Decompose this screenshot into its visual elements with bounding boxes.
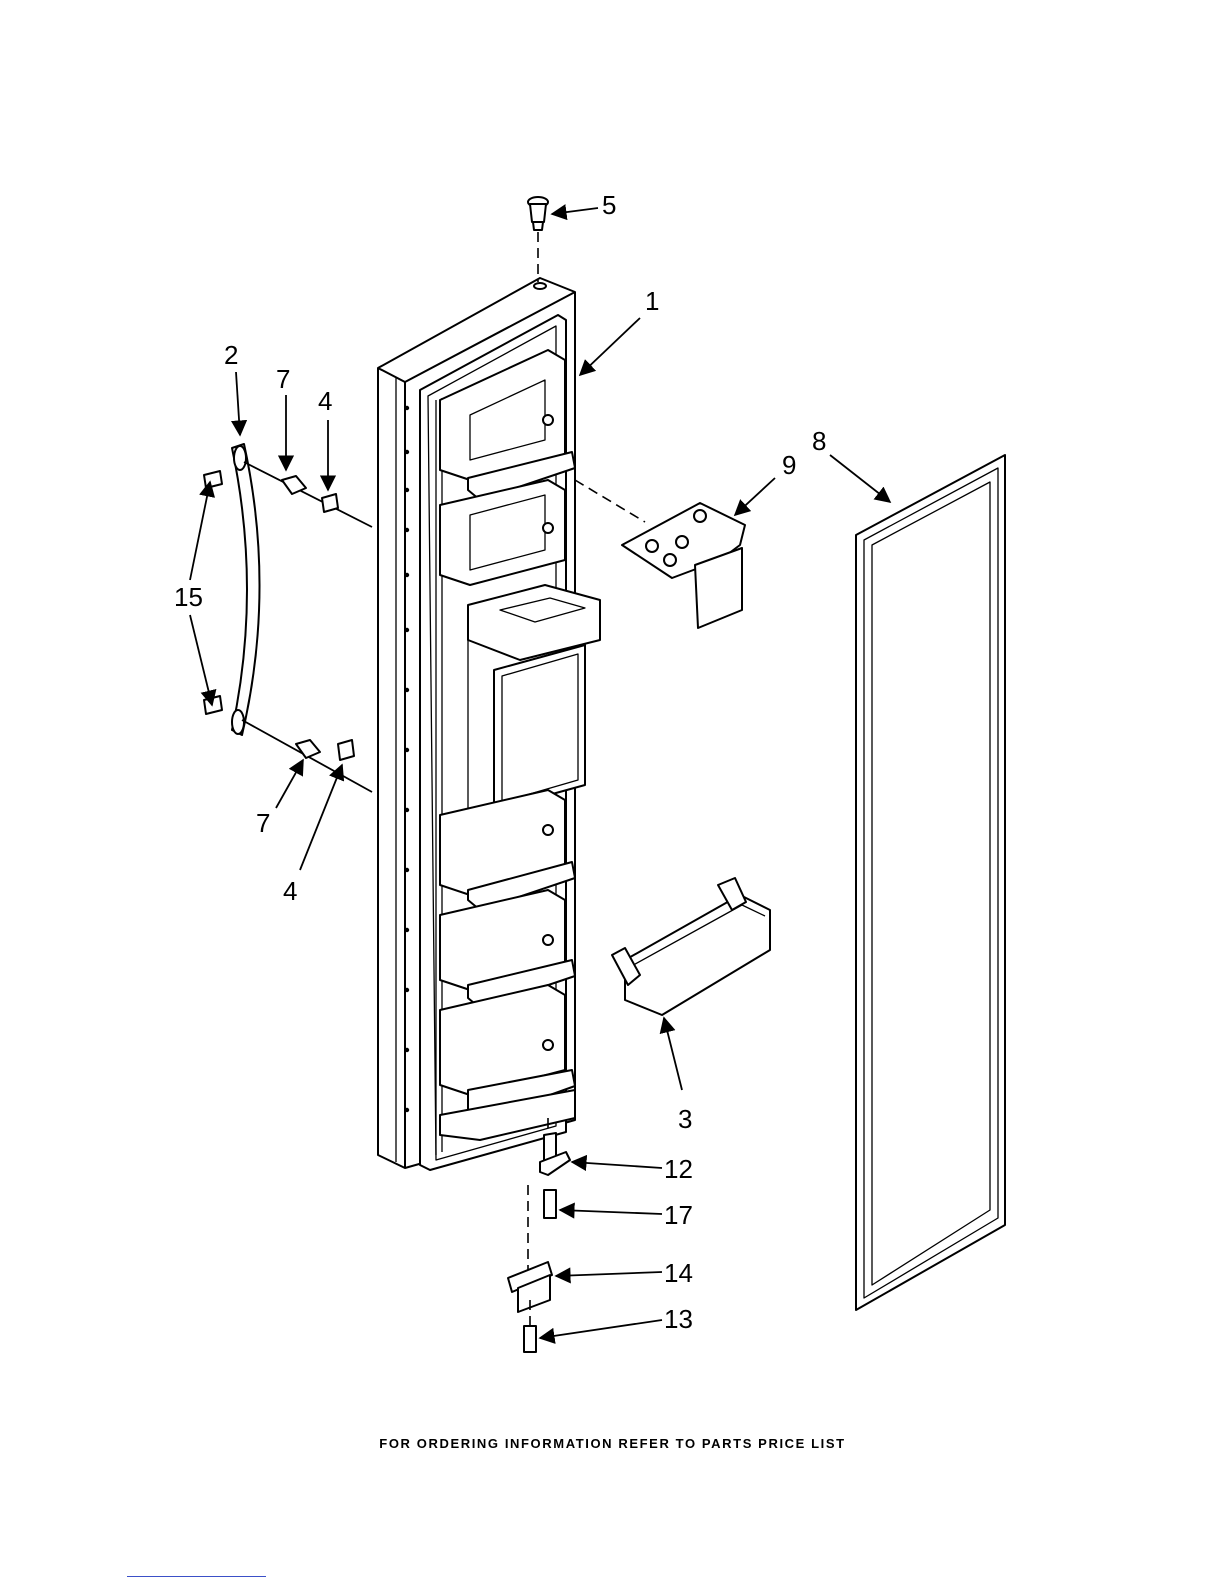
callout-5: 5 [602,190,616,220]
door-gasket [856,455,1005,1310]
callout-12: 12 [664,1154,693,1184]
callout-3: 3 [678,1104,692,1134]
callout-15: 15 [174,582,203,612]
callout-7: 7 [256,808,270,838]
callout-1: 1 [645,286,659,316]
page-rule [127,1576,266,1577]
lower-hinge-hardware [508,1118,570,1352]
callout-4: 4 [318,386,332,416]
callout-2: 2 [224,340,238,370]
handle-screws [242,462,372,792]
ordering-info-note: FOR ORDERING INFORMATION REFER TO PARTS … [0,1436,1225,1451]
callout-9: 9 [782,450,796,480]
callout-4: 4 [283,876,297,906]
hinge-bushing [528,197,548,282]
callout-13: 13 [664,1304,693,1334]
callout-8: 8 [812,426,826,456]
door-assembly [378,278,600,1170]
callout-17: 17 [664,1200,693,1230]
callout-14: 14 [664,1258,693,1288]
door-bin [612,878,770,1015]
handle-studs [204,471,222,714]
door-handle [232,444,260,735]
callout-7: 7 [276,364,290,394]
